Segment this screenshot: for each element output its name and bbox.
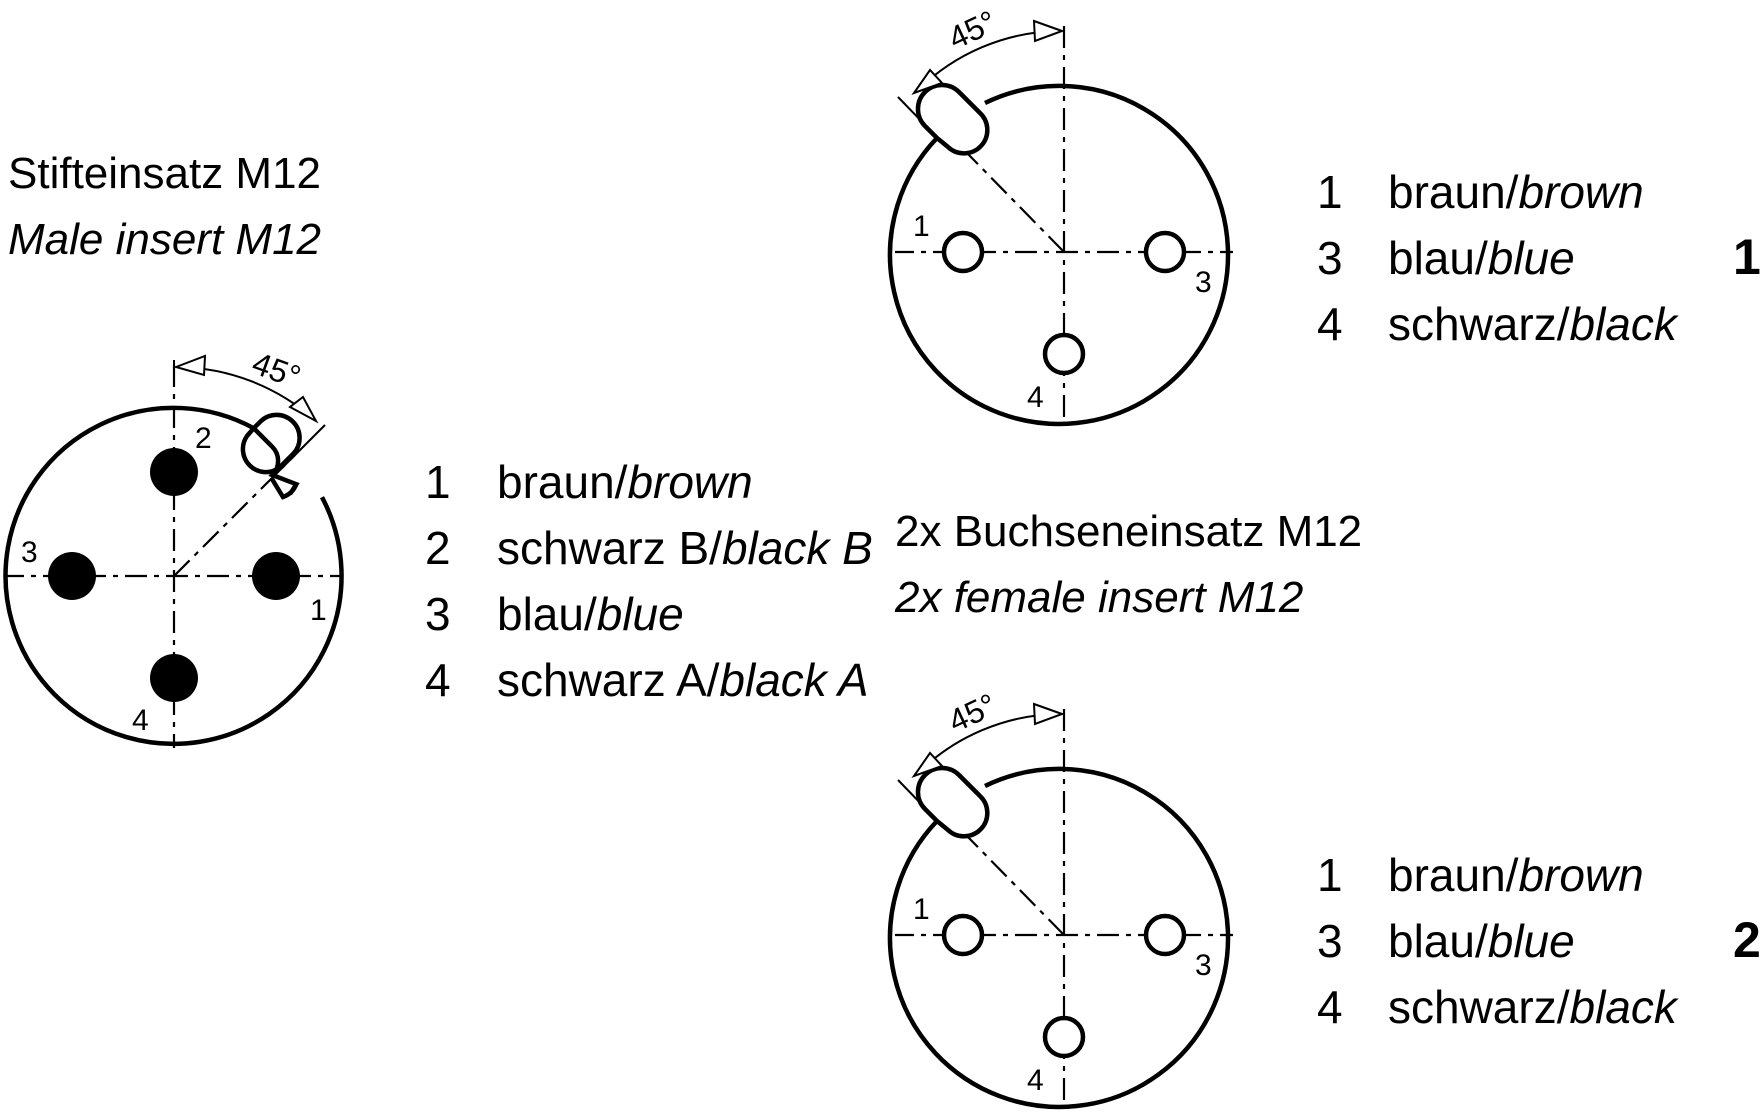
legend-pin-number: 4 [1317, 981, 1343, 1033]
male-housing-outline [3, 405, 344, 747]
legend-color-text: blau/blue [1388, 915, 1575, 967]
female1-socket-label-1: 1 [913, 210, 930, 243]
legend-pin-number: 3 [1317, 232, 1343, 284]
female2-angle-arrow-start [911, 751, 944, 778]
male-angle-arrow-start [172, 354, 207, 377]
legend-pin-number: 4 [1317, 298, 1343, 350]
female2-housing-outline [887, 765, 1231, 1110]
female1-key-axis [965, 151, 1065, 253]
legend-color-text: schwarz/black [1388, 981, 1679, 1033]
male-legend-row-3: 3 blau/blue [425, 588, 684, 640]
legend-color-text: schwarz A/black A [497, 654, 869, 706]
female-connector-1-face: 45° 1 3 4 [887, 3, 1233, 427]
male-connector-face: 45° 2 3 1 4 [3, 345, 344, 748]
female2-legend-row-3: 4 schwarz/black [1317, 981, 1679, 1033]
legend-pin-number: 3 [1317, 915, 1343, 967]
male-legend-row-2: 2 schwarz B/black B [425, 522, 873, 574]
male-pin-label-3: 3 [21, 536, 38, 569]
female2-key-axis [965, 834, 1065, 936]
female-insert-header: 2x Buchseneinsatz M12 2x female insert M… [894, 507, 1362, 622]
female1-socket-1 [941, 230, 985, 274]
legend-color-text: braun/brown [1388, 166, 1644, 218]
female2-angle-key-line [897, 779, 931, 814]
legend-pin-number: 1 [1317, 849, 1343, 901]
female-connector-2-legend: 1 braun/brown 3 blau/blue 4 schwarz/blac… [1317, 849, 1761, 1033]
legend-pin-number: 2 [425, 522, 451, 574]
male-pin-label-2: 2 [195, 422, 212, 455]
male-title-de: Stifteinsatz M12 [8, 149, 321, 198]
female2-socket-1 [941, 913, 985, 957]
male-angle-key-line [274, 424, 326, 476]
female2-socket-label-4: 4 [1027, 1064, 1044, 1097]
female1-socket-label-3: 3 [1195, 266, 1212, 299]
female2-socket-3 [1143, 913, 1187, 957]
female-connector-1-legend: 1 braun/brown 3 blau/blue 4 schwarz/blac… [1317, 166, 1761, 350]
male-pin-4 [150, 654, 198, 702]
female2-socket-label-3: 3 [1195, 949, 1212, 982]
female-connector-2-face: 45° 1 3 4 [887, 686, 1233, 1110]
male-insert-header: Stifteinsatz M12 Male insert M12 [8, 149, 321, 264]
female-title-de: 2x Buchseneinsatz M12 [895, 507, 1362, 556]
female1-socket-label-4: 4 [1027, 381, 1044, 414]
male-pin-3 [48, 552, 96, 600]
male-angle-label: 45° [248, 345, 306, 395]
legend-color-text: schwarz/black [1388, 298, 1679, 350]
female1-legend-row-3: 4 schwarz/black [1317, 298, 1679, 350]
male-pin-legend: 1 braun/brown 2 schwarz B/black B 3 blau… [425, 456, 873, 706]
male-pin-label-1: 1 [310, 594, 327, 627]
legend-color-text: blau/blue [497, 588, 684, 640]
female2-socket-4 [1042, 1015, 1086, 1059]
female2-angle-arrow-end [1032, 702, 1065, 726]
legend-color-text: blau/blue [1388, 232, 1575, 284]
male-pin-2 [150, 448, 198, 496]
male-title-en: Male insert M12 [8, 215, 321, 264]
female2-angle-label: 45° [943, 686, 1002, 739]
legend-pin-number: 1 [1317, 166, 1343, 218]
legend-color-text: braun/brown [497, 456, 753, 508]
female1-socket-4 [1042, 332, 1086, 376]
male-angle-arrow-end [288, 395, 319, 424]
female1-angle-label: 45° [943, 3, 1002, 56]
male-pin-label-4: 4 [132, 704, 149, 737]
legend-pin-number: 4 [425, 654, 451, 706]
female-title-en: 2x female insert M12 [894, 573, 1303, 622]
male-pin-1 [252, 552, 300, 600]
male-legend-row-1: 1 braun/brown [425, 456, 753, 508]
male-legend-row-4: 4 schwarz A/black A [425, 654, 869, 706]
female2-legend-row-1: 1 braun/brown [1317, 849, 1644, 901]
legend-color-text: braun/brown [1388, 849, 1644, 901]
legend-color-text: schwarz B/black B [497, 522, 873, 574]
female-connector-number-1: 1 [1733, 229, 1761, 285]
female1-housing-outline [887, 82, 1231, 427]
female1-legend-row-1: 1 braun/brown [1317, 166, 1644, 218]
female1-angle-arrow-start [911, 68, 944, 95]
female1-legend-row-2: 3 blau/blue [1317, 232, 1575, 284]
legend-pin-number: 3 [425, 588, 451, 640]
female1-socket-3 [1143, 230, 1187, 274]
female1-angle-key-line [897, 96, 931, 131]
legend-pin-number: 1 [425, 456, 451, 508]
female1-angle-arrow-end [1032, 19, 1065, 43]
female2-socket-label-1: 1 [913, 893, 930, 926]
female2-legend-row-2: 3 blau/blue [1317, 915, 1575, 967]
female-connector-number-2: 2 [1733, 912, 1761, 968]
